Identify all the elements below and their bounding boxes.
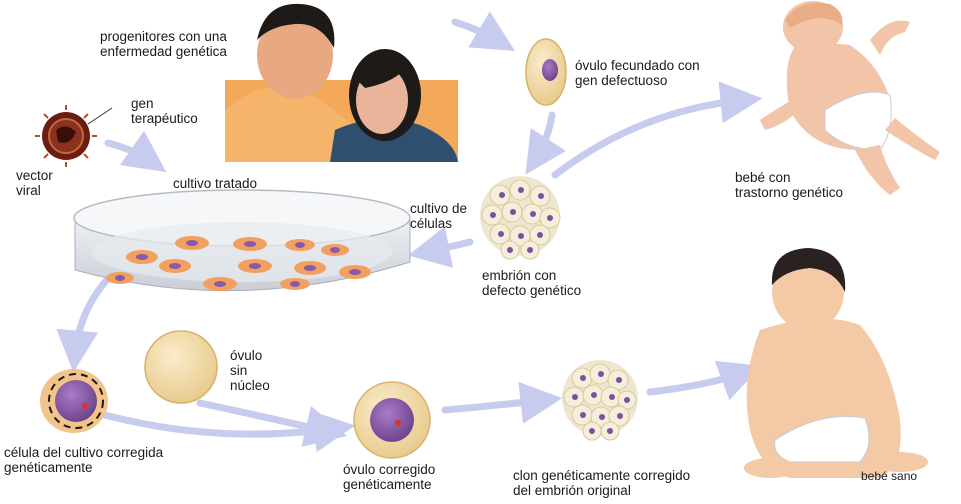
corrected-egg [353,381,431,459]
culture-cells [106,236,371,291]
viral-vector [35,105,113,167]
corrected-clone [562,360,638,441]
parents-illustration [225,3,458,162]
arrow-embryo-to-baby [551,81,763,179]
enucleated-egg [144,330,218,404]
embryo-defect [480,176,561,260]
label-treated-culture: cultivo tratado [173,176,258,191]
arrow-clone-to-baby [646,360,762,401]
arrow-vector-to-culture [104,130,167,173]
arrow-parents-to-egg [451,11,516,52]
arrow-embryo-to-culture [407,226,474,268]
baby-disorder-illustration [760,1,940,195]
fertilized-egg [525,38,567,106]
label-healthy-baby: bebé sano [861,469,918,483]
arrow-egg-to-clone [441,381,563,424]
corrected-culture-cell [40,369,108,433]
arrow-enucleated-to-corrected [196,399,348,447]
arrow-egg-to-embryo [525,111,566,175]
healthy-baby-illustration [744,248,928,478]
petri-dish [73,189,411,292]
